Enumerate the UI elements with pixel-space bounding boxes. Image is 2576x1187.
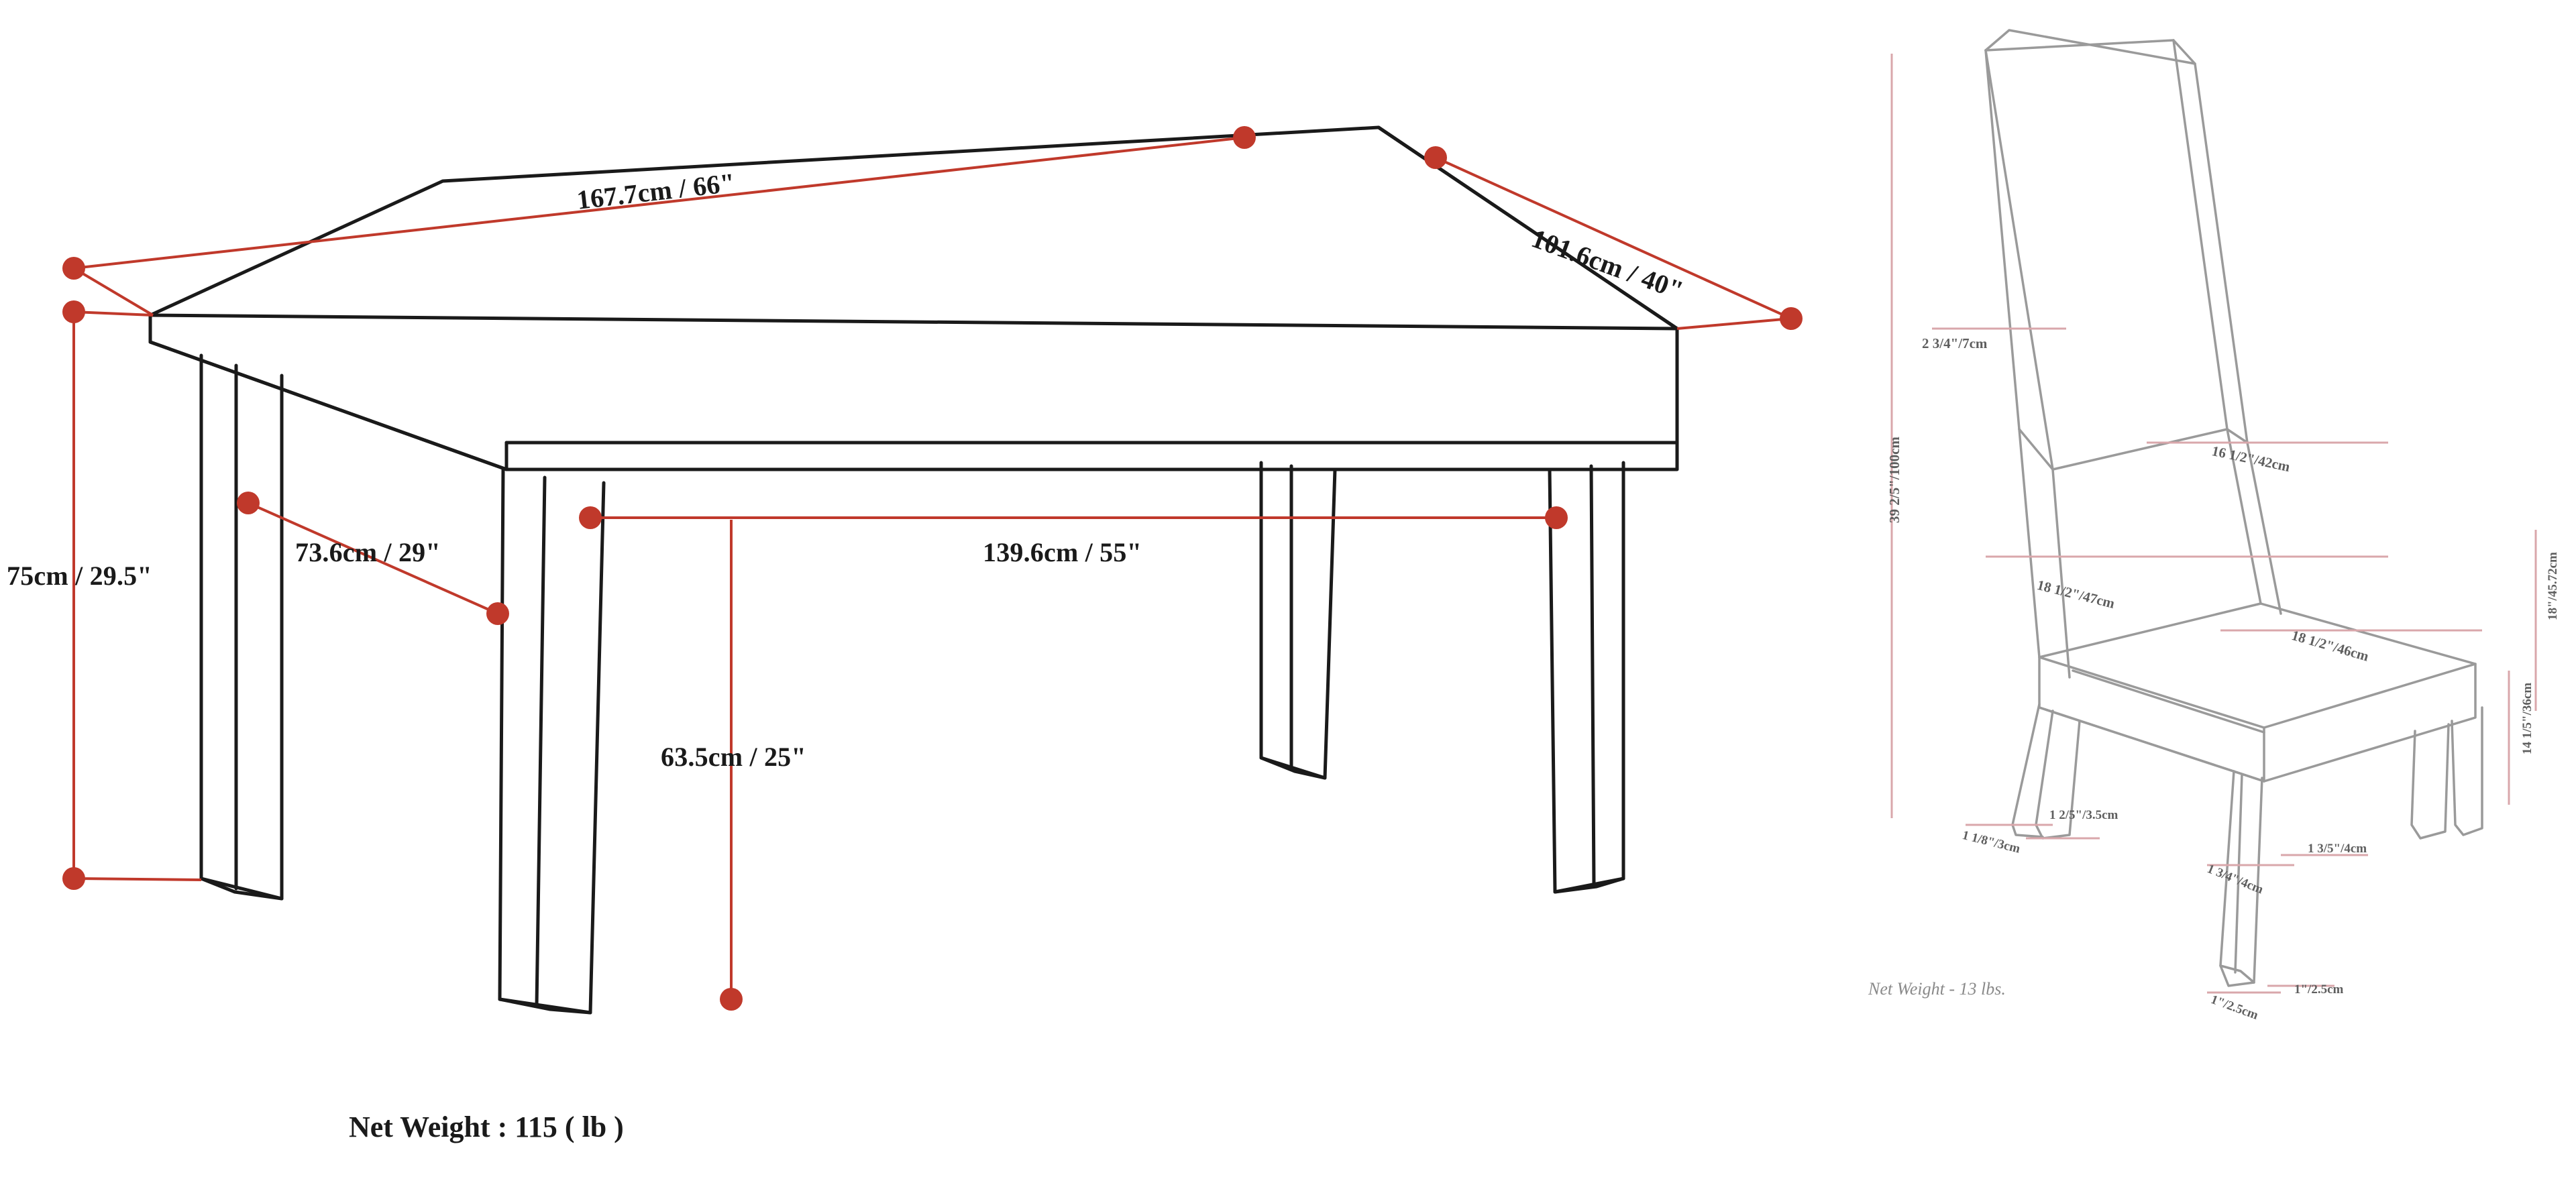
chair-leg-right-front xyxy=(2410,723,2450,840)
chair-seat-top xyxy=(2038,602,2477,729)
chair-back-panel xyxy=(1984,39,2229,471)
chair-leg-rear-left xyxy=(2011,703,2044,838)
label-table-leg-clearance: 63.5cm / 25" xyxy=(661,742,806,772)
label-table-apron-depth: 73.6cm / 29" xyxy=(295,537,441,567)
dim-dot-height-top xyxy=(62,300,85,323)
chair-leg-front-center-inner xyxy=(2234,773,2243,974)
label-chair-seat-height: 14 1/5"/36cm xyxy=(2520,682,2534,754)
label-chair-rear-leg-thickness: 1 2/5"/3.5cm xyxy=(2049,808,2118,822)
dim-dot-depth-top xyxy=(1424,146,1447,169)
ext-table-width-left xyxy=(72,267,154,317)
label-table-net-weight: Net Weight : 115 ( lb ) xyxy=(349,1111,624,1143)
chair-leg-right-rear xyxy=(2451,706,2483,836)
chair-back-left-edge xyxy=(1984,49,2021,431)
table-leg-front-left-inner xyxy=(535,475,547,1008)
dim-dot-height-bottom xyxy=(62,867,85,890)
ext-table-depth-right xyxy=(1676,317,1792,330)
chair-seat-bottom-edge xyxy=(2038,706,2265,783)
dim-dot-width-left xyxy=(62,257,85,280)
table-outline-group xyxy=(148,125,1679,1015)
dim-dot-depth-bottom xyxy=(1780,307,1803,330)
dim-dot-inner-right xyxy=(1545,506,1568,529)
table-leg-front-left xyxy=(498,467,606,1015)
chair-back-post-right xyxy=(2226,428,2262,605)
chair-back-post-left xyxy=(2018,428,2041,659)
table-leg-rear-right-foot xyxy=(1259,756,1327,780)
chair-back-post-right-outer xyxy=(2246,441,2282,615)
table-dimension-lines xyxy=(72,136,1792,999)
label-chair-leg-width-right: 1 3/5"/4cm xyxy=(2308,842,2367,856)
dimline-table-apron-depth xyxy=(248,502,498,615)
table-leg-front-right-foot xyxy=(1553,877,1625,894)
dimline-table-depth xyxy=(1435,156,1792,320)
chair-outline-group xyxy=(1984,29,2483,987)
dim-dot-clearance-bottom xyxy=(720,988,743,1011)
label-chair-back-top-width: 2 3/4"/7cm xyxy=(1922,335,1988,351)
table-leg-front-right xyxy=(1548,461,1625,894)
label-table-height: 75cm / 29.5" xyxy=(7,561,152,591)
label-chair-overall-height: 39 2/5"/100cm xyxy=(1886,437,1902,523)
label-chair-foot-width-right: 1"/2.5cm xyxy=(2294,982,2344,997)
chair-back-right-edge xyxy=(2172,39,2249,444)
table-leg-front-left-foot xyxy=(498,997,592,1015)
chair-leg-front-center-foot xyxy=(2219,964,2255,984)
label-table-inner-width: 139.6cm / 55" xyxy=(983,537,1142,567)
table-leg-front-right-inner xyxy=(1589,464,1596,887)
ext-table-height-bottom xyxy=(73,877,202,881)
dimline-table-width xyxy=(73,136,1245,270)
ext-table-height-top xyxy=(73,310,154,317)
table-leg-rear-left xyxy=(199,353,284,901)
label-chair-seat-back-height: 18"/45.72cm xyxy=(2546,552,2560,620)
chair-back-post-left-inner xyxy=(2051,468,2071,679)
table-dimension-endpoints xyxy=(62,126,1803,1011)
dim-dot-inner-left xyxy=(579,506,602,529)
chair-leg-front-center xyxy=(2219,770,2263,987)
label-chair-net-weight: Net Weight - 13 lbs. xyxy=(1868,979,2006,999)
table-leg-rear-left-foot xyxy=(199,877,284,901)
dim-dot-width-right xyxy=(1233,126,1256,149)
dim-dot-apron-top xyxy=(237,492,260,514)
dim-dot-apron-bottom xyxy=(486,602,509,625)
chair-back-left-lower xyxy=(2018,428,2054,471)
chair-back-top-edge xyxy=(1984,29,2196,65)
chair-seat-side-face xyxy=(2263,663,2477,783)
chair-seat-seam xyxy=(2072,669,2265,734)
chair-dimension-lines xyxy=(1890,54,2537,994)
table-top-edge-line-left xyxy=(148,340,508,471)
